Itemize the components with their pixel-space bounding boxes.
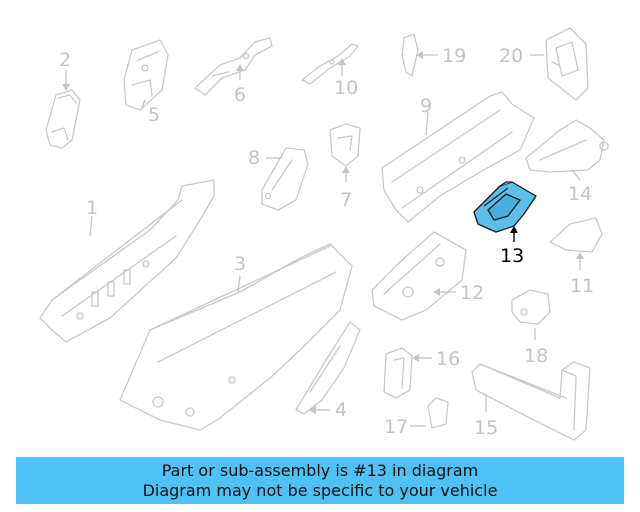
parts-diagram: 2 5 6 10 19 20 [39,27,609,441]
part-8-drawing [261,147,309,211]
part-4-drawing [295,321,361,415]
label-3: 3 [234,253,246,275]
part-10-drawing [301,43,359,85]
part-9-drawing [381,91,535,223]
label-13: 13 [500,245,524,267]
part-3-drawing [119,243,353,431]
label-16: 16 [436,348,460,370]
part-16-drawing [383,347,413,399]
label-2: 2 [59,49,71,71]
part-7-drawing [329,123,361,167]
part-13-highlighted[interactable] [473,181,537,233]
label-8: 8 [248,147,260,169]
label-9: 9 [420,95,432,117]
label-12: 12 [460,282,484,304]
part-6-drawing [194,37,273,96]
part-11-drawing [549,217,603,253]
label-10: 10 [334,77,358,99]
part-17-drawing [427,397,449,429]
label-1: 1 [86,197,98,219]
label-11: 11 [570,275,594,297]
banner-line-1: Part or sub-assembly is #13 in diagram [161,460,479,480]
label-5: 5 [148,104,160,126]
label-20: 20 [499,45,523,67]
label-4: 4 [335,399,347,421]
label-18: 18 [524,345,548,367]
label-15: 15 [474,417,498,439]
label-6: 6 [234,84,246,106]
part-19-drawing [401,33,419,77]
label-17: 17 [384,416,408,438]
part-12-drawing [371,231,467,321]
part-18-drawing [511,289,551,325]
info-banner: Part or sub-assembly is #13 in diagram D… [16,457,624,504]
label-7: 7 [340,189,352,211]
label-14: 14 [568,183,592,205]
banner-line-2: Diagram may not be specific to your vehi… [142,480,498,500]
part-15-drawing [471,361,591,441]
part-14-drawing [525,119,609,173]
part-2-drawing [45,89,81,149]
part-5-drawing [123,39,169,111]
part-1-drawing [39,179,215,343]
label-19: 19 [442,45,466,67]
part-20-drawing [545,27,589,101]
